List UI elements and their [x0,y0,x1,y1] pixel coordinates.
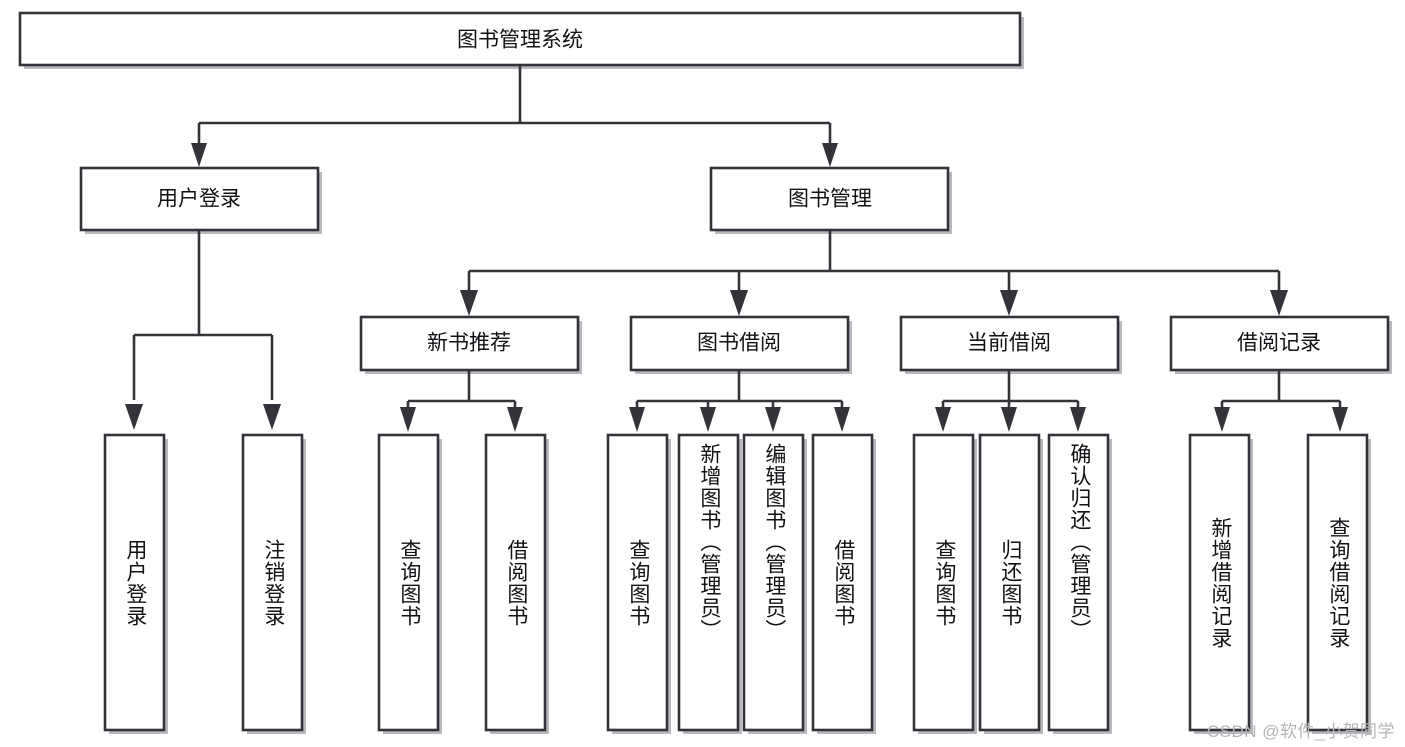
arrow-head-icon [834,407,850,432]
connector-userlogin-to-leaves [125,230,281,430]
arrow-head-icon [1214,407,1230,432]
node-leaf-query-record[interactable] [1306,433,1371,734]
new-book-rec-label: 新书推荐 [427,332,511,355]
node-book-borrow[interactable]: 图书借阅 [629,315,852,374]
node-book-manage[interactable]: 图书管理 [709,166,952,234]
arrow-head-icon [460,290,478,316]
node-leaf-add-record[interactable] [1188,433,1253,734]
borrow-record-box [1169,315,1390,372]
user-login-box [79,166,320,232]
leaf-box [103,433,166,732]
root-title-box [18,11,1022,67]
arrow-head-icon [1070,407,1086,432]
arrow-head-icon [507,407,523,432]
connector-newbookrec-to-leaves [400,370,523,432]
leaf-box [1188,433,1251,732]
connector-borrowrecord-to-leaves [1214,370,1348,432]
leaf-box [241,433,304,732]
csdn-watermark: CSDN @软件_小贺同学 [1206,722,1395,741]
leaf-box [677,433,740,732]
node-leaf-query-book-2[interactable] [606,433,671,734]
node-leaf-confirm-return[interactable] [1047,433,1112,734]
connector-root-to-l1 [191,65,838,167]
new-book-rec-box [359,315,580,372]
current-borrow-label: 当前借阅 [967,332,1051,355]
borrow-record-label: 借阅记录 [1237,332,1321,355]
arrow-head-icon [191,143,207,167]
node-leaf-query-book-3[interactable] [912,433,977,734]
node-new-book-rec[interactable]: 新书推荐 [359,315,582,374]
arrow-head-icon [935,407,951,432]
arrow-head-icon [1000,290,1018,316]
arrow-head-icon [1270,290,1288,316]
node-leaf-query-book-1[interactable] [377,433,442,734]
leaf-box [1047,433,1110,732]
arrow-head-icon [400,407,416,432]
book-manage-label: 图书管理 [788,188,872,211]
node-leaf-borrow-book-2[interactable] [811,433,876,734]
leaf-box [377,433,440,732]
arrow-head-icon [730,290,748,316]
book-borrow-label: 图书借阅 [697,332,781,355]
connector-bookmanage-to-l2 [460,230,1288,316]
leaf-box [1306,433,1369,732]
node-user-login[interactable]: 用户登录 [79,166,322,234]
connector-currentborrow-to-leaves [935,370,1086,432]
node-root-title[interactable]: 图书管理系统 [18,11,1024,69]
arrow-head-icon [700,407,716,432]
arrow-head-icon [629,407,645,432]
node-leaf-borrow-book-1[interactable] [484,433,549,734]
node-leaf-user-login[interactable] [103,433,168,734]
node-leaf-add-book[interactable] [677,433,742,734]
node-leaf-logout[interactable] [241,433,306,734]
leaf-box [978,433,1041,732]
arrow-head-icon [1001,407,1017,432]
leaf-box [912,433,975,732]
node-leaf-return-book[interactable] [978,433,1043,734]
node-leaf-edit-book[interactable] [742,433,807,734]
user-login-label: 用户登录 [157,188,241,211]
leaf-box [606,433,669,732]
connector-bookborrow-to-leaves [629,370,850,432]
leaf-box [742,433,805,732]
leaf-box [484,433,547,732]
arrow-head-icon [822,143,838,167]
arrow-head-icon [125,404,143,430]
node-current-borrow[interactable]: 当前借阅 [899,315,1122,374]
root-title-label: 图书管理系统 [457,29,583,52]
arrow-head-icon [263,404,281,430]
arrow-head-icon [765,407,781,432]
current-borrow-box [899,315,1120,372]
node-borrow-record[interactable]: 借阅记录 [1169,315,1392,374]
leaf-box [811,433,874,732]
arrow-head-icon [1332,407,1348,432]
